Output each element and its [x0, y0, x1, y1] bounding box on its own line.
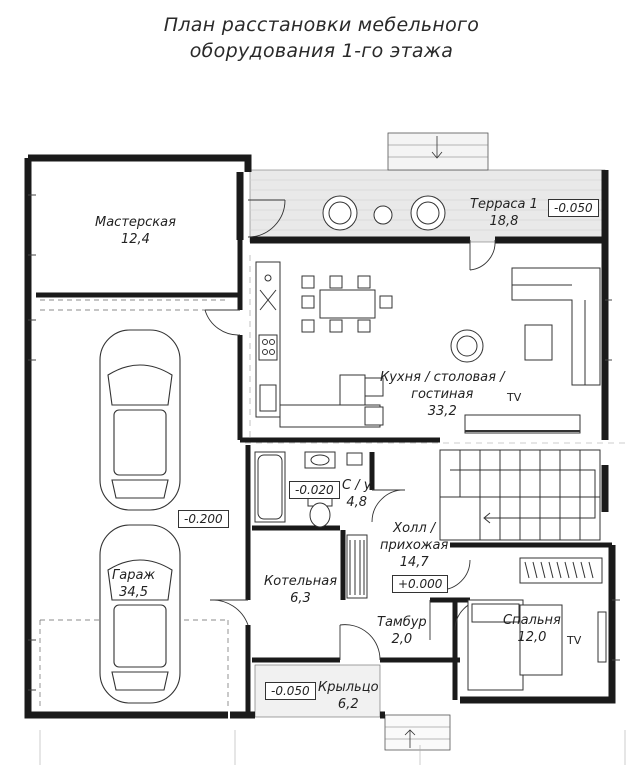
kitchen-name-2: гостиная	[411, 387, 474, 402]
interior-walls	[36, 240, 612, 715]
living-sofa	[511, 267, 601, 386]
kitchen-counter	[255, 261, 384, 428]
plan-title-line-2: оборудования 1-го этажа	[189, 40, 454, 62]
room-label-bathroom: С / у 4,8	[342, 477, 371, 511]
terrace-steps	[387, 132, 489, 171]
room-label-terrace: Терраса 1 18,8	[470, 196, 538, 230]
terrace-level-mark: -0.050	[548, 199, 599, 217]
plan-title-line-1: План расстановки мебельного	[163, 14, 480, 36]
garage-area: 34,5	[119, 585, 149, 600]
porch-steps	[384, 714, 451, 751]
armchair	[450, 329, 484, 363]
bedroom-name: Спальня	[503, 613, 561, 628]
hall-name-2: прихожая	[380, 538, 449, 553]
bedroom-area: 12,0	[517, 630, 547, 645]
terrace-name: Терраса 1	[470, 197, 538, 212]
room-label-garage: Гараж 34,5	[112, 567, 155, 601]
boiler-name: Котельная	[264, 574, 338, 589]
room-label-vestibule: Тамбур 2,0	[377, 614, 427, 648]
bedroom-tv-label: TV	[567, 634, 582, 647]
kitchen-name: Кухня / столовая /	[380, 370, 505, 385]
terrace-furniture	[322, 195, 446, 231]
kitchen-tv-label: TV	[507, 391, 522, 404]
porch-area: 6,2	[337, 697, 359, 712]
room-label-kitchen: Кухня / столовая / гостиная 33,2	[380, 369, 504, 420]
car-bottom	[99, 524, 181, 704]
hall-wardrobe	[346, 534, 368, 599]
bedroom-furniture	[467, 557, 607, 691]
room-label-hall: Холл / прихожая 14,7	[380, 520, 448, 571]
hall-area: 14,7	[399, 555, 429, 570]
terrace-area: 18,8	[489, 214, 519, 229]
hall-level-mark: +0.000	[392, 575, 449, 593]
garage-level-mark: -0.200	[178, 510, 229, 528]
vestibule-name: Тамбур	[377, 615, 427, 630]
exterior-walls	[24, 154, 616, 719]
workshop-area: 12,4	[121, 232, 150, 247]
car-top	[99, 329, 181, 511]
porch-level-mark: -0.050	[265, 682, 316, 700]
room-label-workshop: Мастерская 12,4	[95, 214, 176, 248]
boiler-area: 6,3	[290, 591, 311, 606]
window-openings	[28, 194, 620, 691]
vestibule-area: 2,0	[391, 632, 413, 647]
staircase	[439, 449, 601, 541]
dining-set	[301, 275, 393, 333]
kitchen-area: 33,2	[427, 404, 457, 419]
room-label-porch: Крыльцо 6,2	[318, 679, 379, 713]
bathroom-fixtures	[254, 451, 363, 528]
bathroom-area: 4,8	[346, 495, 368, 510]
room-label-bedroom: Спальня 12,0	[503, 612, 561, 646]
workshop-name: Мастерская	[95, 215, 176, 230]
hall-name: Холл /	[393, 521, 436, 536]
tv-unit	[464, 414, 581, 434]
bathroom-level-mark: -0.020	[289, 481, 340, 499]
bathroom-name: С / у	[342, 478, 372, 493]
porch-name: Крыльцо	[318, 680, 379, 695]
room-label-boiler: Котельная 6,3	[264, 573, 337, 607]
garage-name: Гараж	[112, 568, 156, 583]
